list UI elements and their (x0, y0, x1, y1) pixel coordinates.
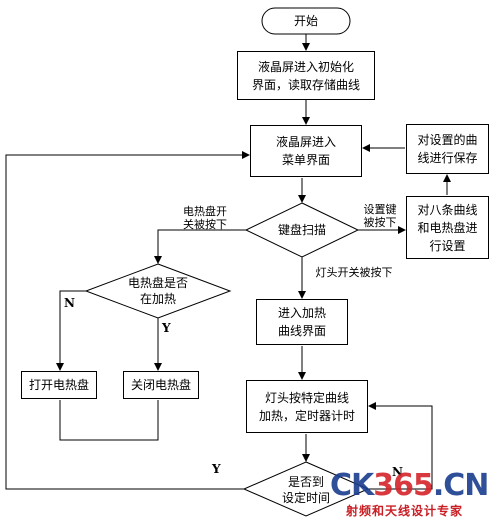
watermark-logo-suffix: .CN (432, 468, 490, 503)
lamp-key-label: 灯头开关被按下 (315, 266, 393, 279)
set-curves-node: 对八条曲线 和电热盘进 行设置 (406, 196, 489, 259)
save-node: 对设置的曲 线进行保存 (406, 124, 489, 174)
close-plate-node: 关闭电热盘 (123, 371, 199, 399)
init-node: 液晶屏进入初始化 界面，读取存储曲线 (237, 51, 375, 100)
key-scan-text: 键盘扫描 (277, 223, 326, 237)
menu-node: 液晶屏进入 菜单界面 (250, 125, 362, 177)
heat-timer-node: 灯头按特定曲线 加热，定时器计时 (246, 380, 368, 433)
start-node: 开始 (293, 14, 318, 28)
n-label-plate: N (64, 296, 75, 310)
open-plate-node: 打开电热盘 (21, 371, 97, 399)
watermark-logo-prefix: CK (330, 468, 374, 503)
time-reached-text: 是否到 设定时间 (281, 475, 330, 505)
watermark-logo-digits: 365 (373, 468, 434, 503)
connector-lines (5, 34, 451, 490)
watermark-subtitle: 射频和天线设计专家 (346, 504, 464, 518)
n-label-time: N (392, 465, 403, 479)
watermark-logo: CK365.CN 射频和天线设计专家 (318, 468, 498, 520)
plate-heating-text: 电热盘是否 在加热 (127, 276, 188, 306)
plate-key-label: 电热盘开 关被按下 (183, 205, 227, 231)
curve-ui-node: 进入加热 曲线界面 (256, 299, 348, 345)
set-key-label: 设置键 被按下 (363, 203, 397, 229)
y-label-plate: Y (162, 321, 171, 335)
y-label-time: Y (212, 462, 221, 476)
time-reached-diamond (242, 461, 370, 517)
